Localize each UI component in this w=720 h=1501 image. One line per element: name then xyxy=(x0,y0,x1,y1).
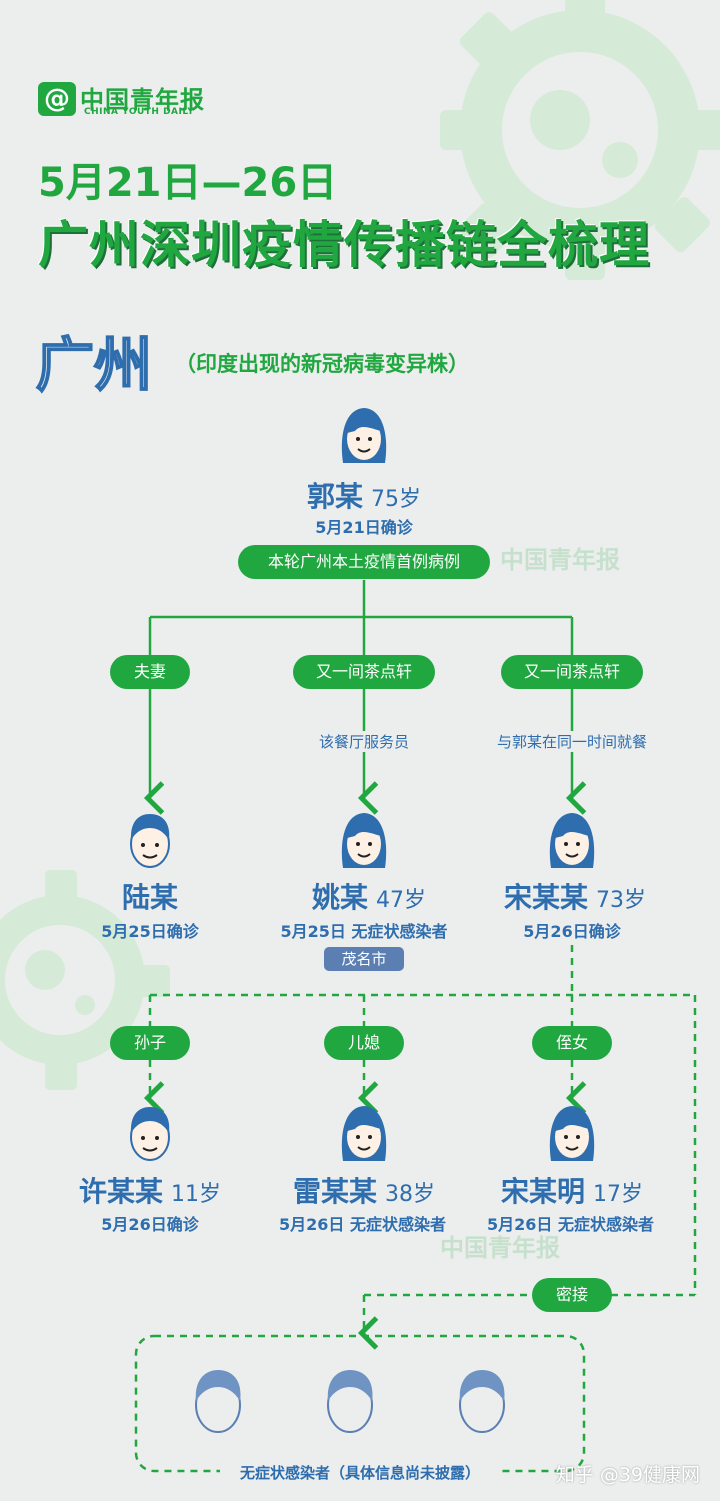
female-avatar-icon xyxy=(549,813,595,868)
female-avatar-icon xyxy=(341,1106,387,1161)
relation-detail: 该餐厅服务员 xyxy=(264,731,464,752)
male-avatar-icon xyxy=(130,1107,170,1161)
group-label: 无症状感染者（具体信息尚未披露） xyxy=(220,1462,500,1483)
relation-pill: 又一间茶点轩 xyxy=(293,655,435,689)
watermark: 中国青年报 xyxy=(500,546,620,574)
relation-pill: 夫妻 xyxy=(110,655,190,689)
close-contact-pill: 密接 xyxy=(532,1278,612,1312)
male-avatar-icon xyxy=(130,814,170,868)
gear-decoration-left xyxy=(0,870,170,1090)
brand-name-en: CHINA YOUTH DAILY xyxy=(84,107,195,117)
case-info: 5月26日确诊 xyxy=(101,1215,199,1234)
case-info: 5月26日 无症状感染者 xyxy=(279,1215,446,1234)
watermark: 中国青年报 xyxy=(440,1234,560,1262)
relation-pill: 儿媳 xyxy=(324,1026,404,1060)
confirm-date: 5月21日确诊 xyxy=(315,518,413,537)
relation-pill: 侄女 xyxy=(532,1026,612,1060)
case-info: 5月26日 无症状感染者 xyxy=(487,1215,654,1234)
page-title: 广州深圳疫情传播链全梳理 xyxy=(38,216,650,274)
date-range: 5月21日—26日 xyxy=(38,160,338,206)
location-badge: 茂名市 xyxy=(324,947,404,971)
section-note: （印度出现的新冠病毒变异株） xyxy=(175,352,469,376)
section-city: 广州 xyxy=(35,330,153,400)
female-avatar-icon xyxy=(341,813,387,868)
relation-detail: 与郭某在同一时间就餐 xyxy=(462,731,682,752)
case-info: 5月25日 无症状感染者 xyxy=(280,922,448,941)
person-outline-icon xyxy=(459,1370,505,1433)
person-outline-icon xyxy=(327,1370,373,1433)
relation-pill: 又一间茶点轩 xyxy=(501,655,643,689)
first-case-tag: 本轮广州本土疫情首例病例 xyxy=(238,545,490,579)
female-avatar-icon xyxy=(549,1106,595,1161)
person-name: 陆某 xyxy=(121,881,178,914)
person-outline-icon xyxy=(195,1370,241,1433)
brand-logo-mark: @ xyxy=(38,82,76,116)
case-info: 5月25日确诊 xyxy=(101,922,199,941)
relation-pill: 孙子 xyxy=(110,1026,190,1060)
female-avatar-icon xyxy=(341,408,387,463)
case-info: 5月26日确诊 xyxy=(523,922,621,941)
gear-decoration-top xyxy=(440,0,720,280)
source-credit: 知乎 @39健康网 xyxy=(555,1464,700,1486)
brand-name: 中国青年报 xyxy=(80,86,205,114)
